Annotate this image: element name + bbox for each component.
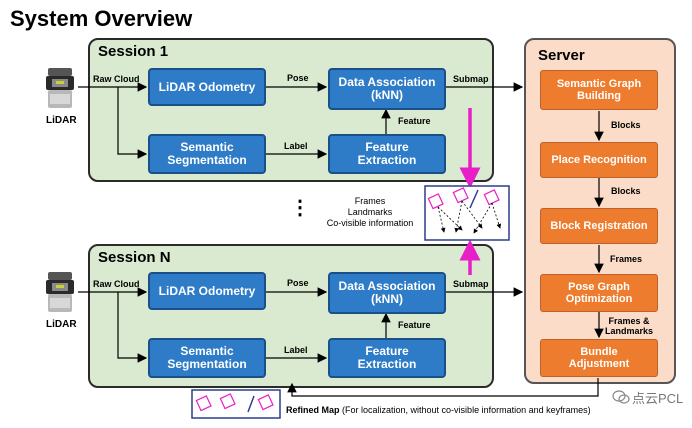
blocks-label-2: Blocks [611, 186, 641, 196]
data-association-box-1: Data Association (kNN) [328, 68, 446, 110]
submap-label-1: Submap [453, 74, 489, 84]
refined-map-caption: Refined Map (For localization, without c… [286, 405, 591, 415]
frames-text: Frames [354, 196, 386, 206]
semantic-graph-building-box: Semantic Graph Building [540, 70, 658, 110]
raw-cloud-label-n: Raw Cloud [93, 279, 140, 289]
block-registration-box: Block Registration [540, 208, 658, 244]
feature-extraction-box-n: Feature Extraction [328, 338, 446, 378]
wechat-logo-icon [612, 388, 630, 406]
label-label-n: Label [284, 345, 308, 355]
frames-landmarks-label: Frames & Landmarks [604, 316, 654, 336]
session-n-title: Session N [98, 249, 171, 266]
feature-extraction-box-1: Feature Extraction [328, 134, 446, 174]
lidar-odometry-box-n: LiDAR Odometry [148, 272, 266, 310]
lidar-sensor-n-icon [44, 270, 76, 316]
session-1-title: Session 1 [98, 43, 169, 60]
page-title: System Overview [10, 6, 193, 31]
lidar-label-n: LiDAR [46, 319, 77, 330]
landmarks-text: Landmarks [347, 207, 393, 217]
place-recognition-box: Place Recognition [540, 142, 658, 178]
vertical-ellipsis: ⋮ [290, 197, 310, 219]
feature-label-n: Feature [398, 320, 431, 330]
refined-map-note: (For localization, without co-visible in… [339, 405, 591, 415]
frames-landmarks-legend: Frames Landmarks Co-visible information [320, 196, 420, 229]
server-title: Server [538, 47, 585, 64]
raw-cloud-label-1: Raw Cloud [93, 74, 140, 84]
lidar-sensor-1-icon [44, 66, 76, 112]
pose-label-1: Pose [287, 73, 309, 83]
pose-label-n: Pose [287, 278, 309, 288]
bundle-adjustment-box: Bundle Adjustment [540, 339, 658, 377]
refined-map-title: Refined Map [286, 405, 340, 415]
semantic-segmentation-box-n: Semantic Segmentation [148, 338, 266, 378]
semantic-segmentation-box-1: Semantic Segmentation [148, 134, 266, 174]
blocks-label-1: Blocks [611, 120, 641, 130]
lidar-odometry-box-1: LiDAR Odometry [148, 68, 266, 106]
lidar-label-1: LiDAR [46, 115, 77, 126]
pose-graph-optimization-box: Pose Graph Optimization [540, 274, 658, 312]
covisible-text: Co-visible information [326, 218, 414, 228]
label-label-1: Label [284, 141, 308, 151]
data-association-box-n: Data Association (kNN) [328, 272, 446, 314]
watermark-text: 点云PCL [632, 391, 684, 406]
feature-label-1: Feature [398, 116, 431, 126]
submap-label-n: Submap [453, 279, 489, 289]
frames-label: Frames [610, 254, 643, 264]
